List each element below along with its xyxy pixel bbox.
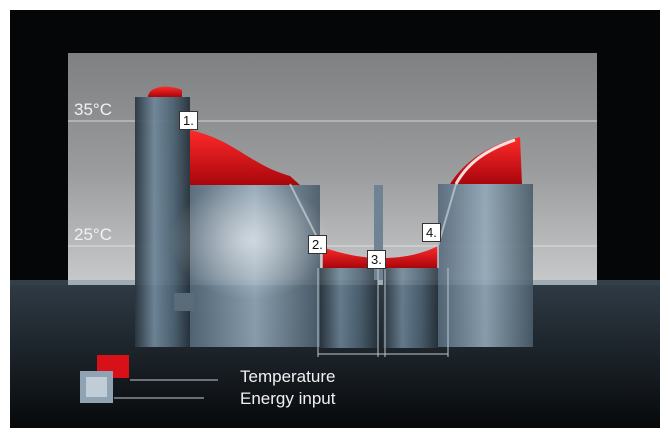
block-right	[438, 184, 533, 347]
block-center-right	[383, 268, 438, 348]
heat-profile-1	[190, 130, 300, 185]
legend-energy-swatch-face	[86, 377, 107, 397]
center-divider	[374, 185, 383, 280]
block-highlight	[170, 180, 330, 300]
heat-edge-highlight	[454, 138, 516, 185]
step-label-4: 4.	[422, 223, 441, 242]
step-label-2: 2.	[308, 235, 327, 254]
heat-profile-2	[322, 247, 378, 268]
block-center-left	[320, 268, 378, 348]
step-label-1: 1.	[179, 111, 198, 130]
legend-temperature-label: Temperature	[240, 367, 336, 386]
step-label-3: 3.	[367, 250, 386, 269]
heat-profile-right	[450, 137, 522, 184]
heat-profile-4	[383, 246, 438, 268]
floor-cube	[174, 293, 194, 311]
heat-cap-top	[148, 86, 182, 97]
slope-right	[437, 183, 457, 268]
temp-label-35c: 35°C	[74, 100, 112, 119]
temp-label-25c: 25°C	[74, 225, 112, 244]
legend-energy-label: Energy input	[240, 389, 336, 408]
